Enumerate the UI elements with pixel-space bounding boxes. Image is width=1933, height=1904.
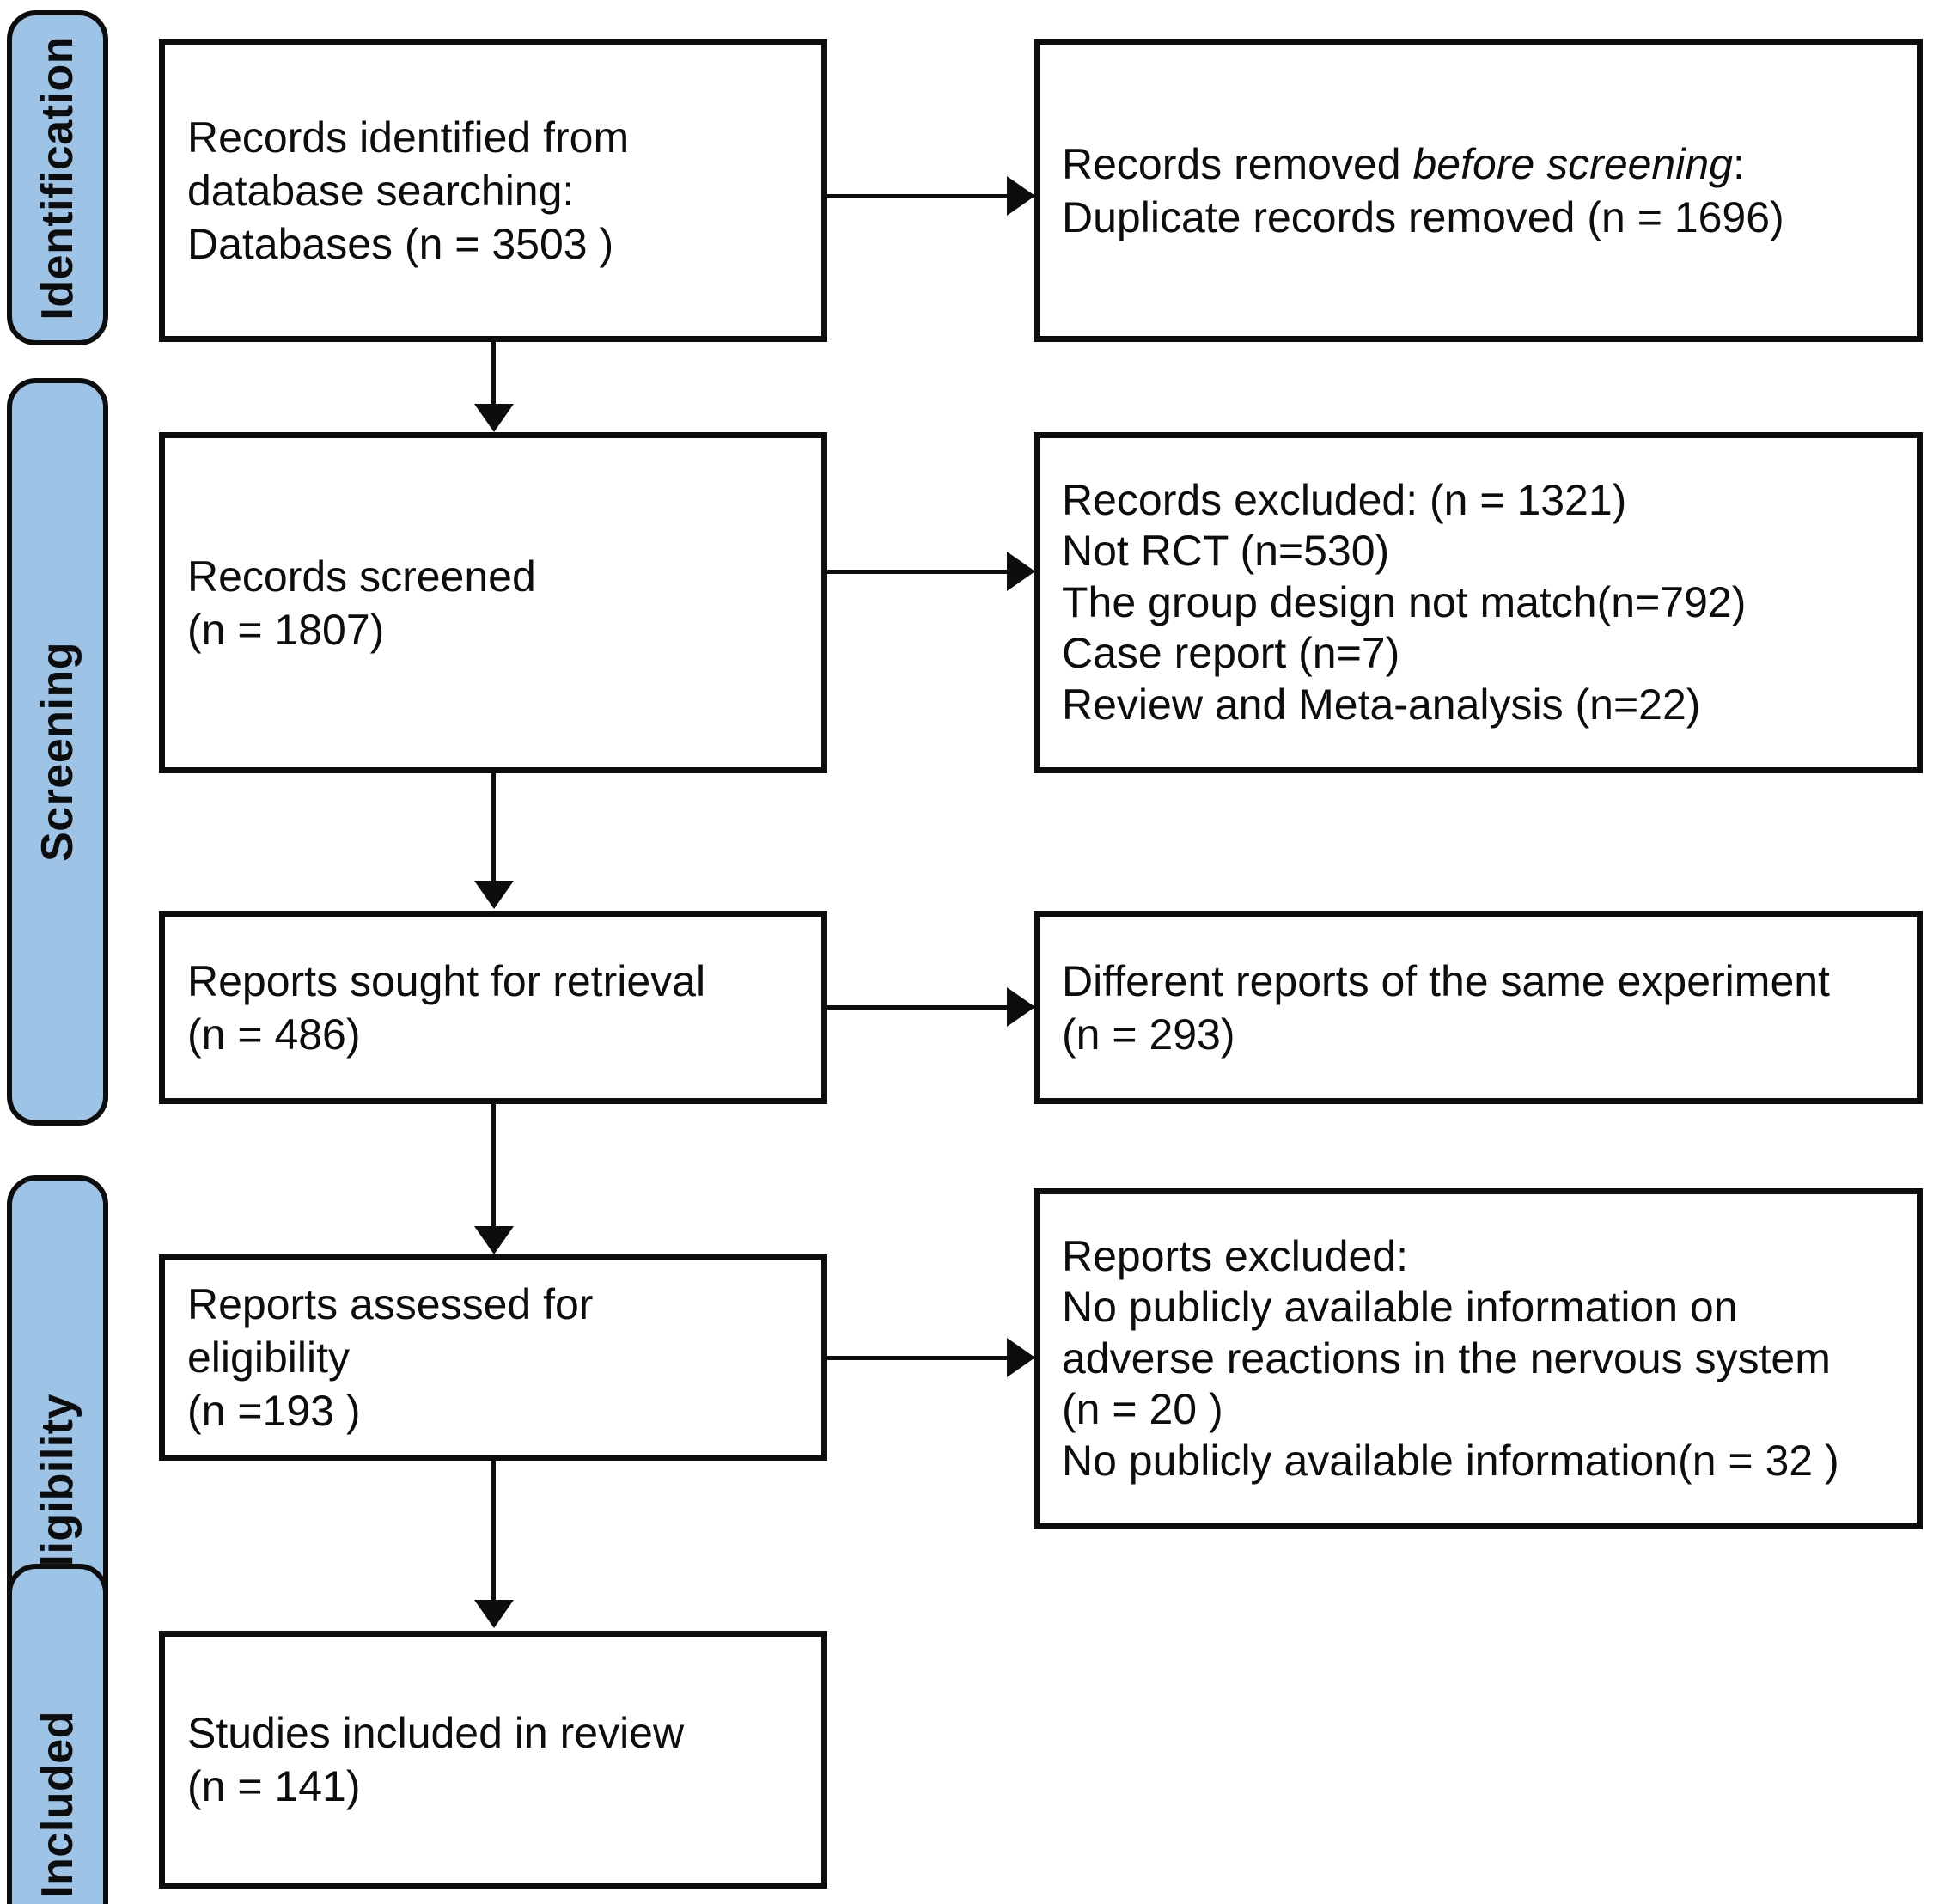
records-excluded-line-4: Case report (n=7)	[1062, 629, 1400, 678]
records-removed-italic: before screening	[1412, 139, 1733, 188]
records-excluded-line-2: Not RCT (n=530)	[1062, 527, 1390, 576]
connector-sought-to-assessed-arrowhead	[474, 1226, 514, 1254]
different-reports-line-2: (n = 293)	[1062, 1010, 1235, 1059]
connector-assessed-to-included	[491, 1461, 496, 1605]
connector-identified-to-removed	[827, 194, 1012, 198]
records-removed-line-2: Duplicate records removed (n = 1696)	[1062, 192, 1784, 241]
connector-identified-to-screened-arrowhead	[474, 404, 514, 432]
connector-assessed-to-included-arrowhead	[474, 1600, 514, 1628]
connector-screened-to-sought-arrowhead	[474, 881, 514, 909]
reports-assessed-line-2: eligibility	[187, 1333, 350, 1382]
reports-assessed-line-3: (n =193 )	[187, 1387, 361, 1435]
box-records-excluded: Records excluded: (n = 1321) Not RCT (n=…	[1034, 432, 1923, 773]
reports-excluded-line-4: (n = 20 )	[1062, 1385, 1223, 1434]
connector-assessed-to-reports-excluded	[827, 1356, 1012, 1360]
records-removed-line-1: Records removed before screening:	[1062, 137, 1894, 191]
stage-label-included: Included	[33, 1711, 82, 1898]
records-excluded-line-1: Records excluded: (n = 1321)	[1062, 475, 1627, 524]
stage-pill-identification: Identification	[7, 10, 108, 345]
records-screened-line-1: Records screened	[187, 552, 536, 601]
records-identified-line-3: Databases (n = 3503 )	[187, 219, 614, 268]
records-excluded-line-3: The group design not match(n=792)	[1062, 577, 1747, 626]
box-records-removed-before-screening: Records removed before screening: Duplic…	[1034, 39, 1923, 342]
connector-screened-to-excluded-arrowhead	[1007, 552, 1035, 591]
box-reports-excluded: Reports excluded: No publicly available …	[1034, 1188, 1923, 1529]
records-excluded-line-5: Review and Meta-analysis (n=22)	[1062, 680, 1701, 729]
box-reports-sought-for-retrieval: Reports sought for retrieval (n = 486)	[159, 911, 827, 1104]
box-records-identified: Records identified from database searchi…	[159, 39, 827, 342]
connector-sought-to-different-reports-arrowhead	[1007, 987, 1035, 1027]
connector-screened-to-excluded	[827, 570, 1012, 574]
connector-assessed-to-reports-excluded-arrowhead	[1007, 1338, 1035, 1377]
connector-sought-to-different-reports	[827, 1005, 1012, 1010]
studies-included-line-1: Studies included in review	[187, 1709, 685, 1757]
stage-label-identification: Identification	[33, 35, 82, 320]
reports-sought-line-1: Reports sought for retrieval	[187, 956, 706, 1005]
reports-excluded-line-5: No publicly available information(n = 32…	[1062, 1436, 1839, 1485]
box-studies-included-in-review: Studies included in review (n = 141)	[159, 1631, 827, 1889]
records-removed-suffix: :	[1732, 139, 1745, 188]
box-reports-assessed-for-eligibility: Reports assessed for eligibility (n =193…	[159, 1254, 827, 1461]
box-different-reports-same-experiment: Different reports of the same experiment…	[1034, 911, 1923, 1104]
studies-included-line-2: (n = 141)	[187, 1762, 361, 1810]
connector-sought-to-assessed	[491, 1104, 496, 1230]
records-removed-prefix: Records removed	[1062, 139, 1413, 188]
connector-identified-to-removed-arrowhead	[1007, 176, 1035, 216]
reports-excluded-line-3: adverse reactions in the nervous system	[1062, 1333, 1831, 1382]
reports-assessed-line-1: Reports assessed for	[187, 1280, 594, 1328]
reports-sought-line-2: (n = 486)	[187, 1010, 361, 1059]
records-identified-line-2: database searching:	[187, 166, 575, 215]
stage-pill-screening: Screening	[7, 378, 108, 1126]
reports-excluded-line-2: No publicly available information on	[1062, 1283, 1738, 1332]
stage-pill-included: Included	[7, 1564, 108, 1904]
box-records-screened: Records screened (n = 1807)	[159, 432, 827, 773]
stage-label-screening: Screening	[33, 642, 82, 862]
reports-excluded-line-1: Reports excluded:	[1062, 1231, 1409, 1280]
different-reports-line-1: Different reports of the same experiment	[1062, 956, 1830, 1005]
connector-identified-to-screened	[491, 342, 496, 408]
records-screened-line-2: (n = 1807)	[187, 605, 385, 654]
connector-screened-to-sought	[491, 773, 496, 885]
records-identified-line-1: Records identified from	[187, 113, 630, 162]
